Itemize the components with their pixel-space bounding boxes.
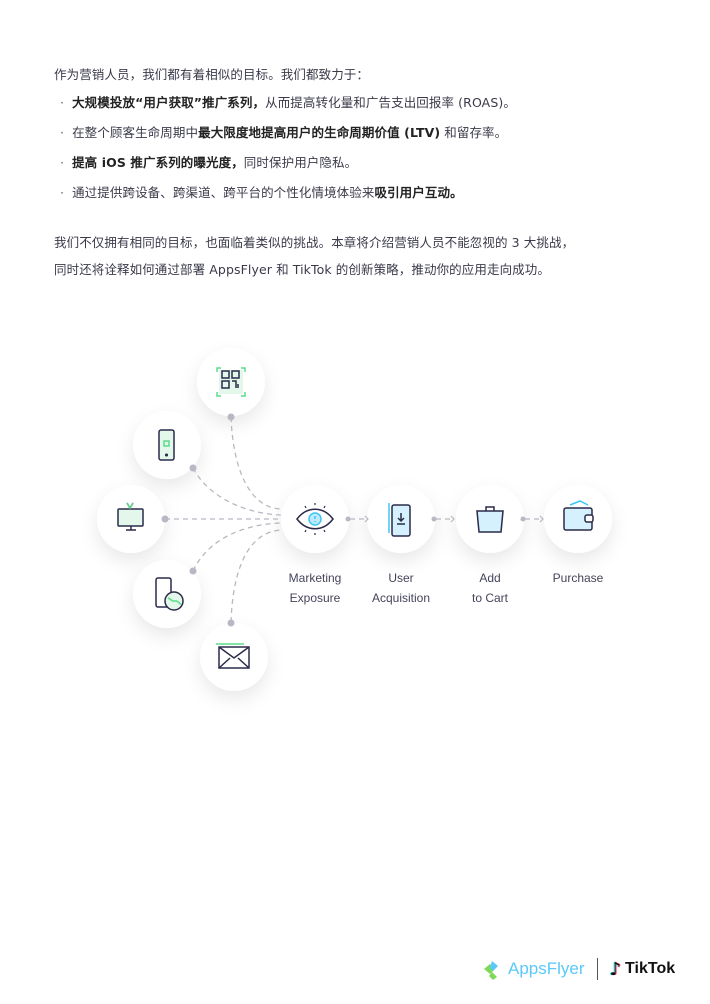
bullet-4-pre: 通过提供跨设备、跨渠道、跨平台的个性化情境体验来	[72, 185, 375, 200]
download-app-icon	[388, 503, 411, 537]
bullet-1-rest: 从而提高转化量和广告支出回报率 (ROAS)。	[265, 95, 516, 110]
tiktok-note-icon: ♪	[609, 958, 622, 980]
label-line: User	[388, 571, 414, 585]
label-line: Exposure	[289, 591, 341, 605]
label-line: to Cart	[471, 591, 508, 605]
label-line: Marketing	[288, 571, 342, 585]
eye-icon	[296, 503, 334, 535]
mobile-globe-icon	[155, 577, 184, 611]
step-label-add-to-cart: Add to Cart	[440, 568, 540, 608]
step-label-purchase: Purchase	[528, 568, 628, 588]
bullet-2-rest: 和留存率。	[440, 125, 508, 140]
bullet-2-pre: 在整个顾客生命周期中	[72, 125, 199, 140]
paragraph-line-2: 同时还将诠释如何通过部署 AppsFlyer 和 TikTok 的创新策略，推动…	[54, 262, 550, 277]
bullet-2-bold: 最大限度地提高用户的生命周期价值 (LTV)	[198, 125, 441, 140]
qr-code-icon	[216, 367, 246, 397]
bullet-3-rest: 同时保护用户隐私。	[243, 155, 358, 170]
shopping-basket-icon	[476, 506, 504, 533]
appsflyer-logo: AppsFlyer	[508, 959, 585, 978]
paragraph-line-1: 我们不仅拥有相同的目标，也面临着类似的挑战。本章将介绍营销人员不能忽视的 3 大…	[54, 235, 575, 250]
tv-icon	[117, 502, 144, 531]
email-icon	[216, 643, 250, 669]
bullet-3-bold: 提高 iOS 推广系列的曝光度，	[72, 155, 244, 170]
label-line: Add	[479, 571, 501, 585]
bullet-1: ·大规模投放“用户获取”推广系列，从而提高转化量和广告支出回报率 (ROAS)。	[60, 95, 516, 110]
channel-circle-globe	[133, 560, 201, 628]
intro-text: 作为营销人员，我们都有着相似的目标。我们都致力于：	[54, 67, 370, 82]
label-line: Acquisition	[371, 591, 431, 605]
bullet-4: ·通过提供跨设备、跨渠道、跨平台的个性化情境体验来吸引用户互动。	[60, 185, 463, 200]
logo-divider	[596, 958, 598, 980]
bullet-2: ·在整个顾客生命周期中最大限度地提高用户的生命周期价值 (LTV) 和留存率。	[60, 125, 508, 140]
tiktok-logo: TikTok	[625, 960, 676, 977]
mobile-phone-icon	[158, 429, 175, 461]
partner-logos: AppsFlyer ♪ TikTok	[482, 955, 675, 983]
label-line: Purchase	[552, 571, 604, 585]
bullet-4-bold: 吸引用户互动。	[374, 185, 463, 200]
connector-lines	[165, 416, 541, 623]
wallet-icon	[563, 500, 594, 531]
bullet-3: ·提高 iOS 推广系列的曝光度，同时保护用户隐私。	[60, 155, 358, 170]
appsflyer-logo-icon	[484, 961, 498, 980]
bullet-1-bold: 大规模投放“用户获取”推广系列，	[72, 95, 266, 110]
